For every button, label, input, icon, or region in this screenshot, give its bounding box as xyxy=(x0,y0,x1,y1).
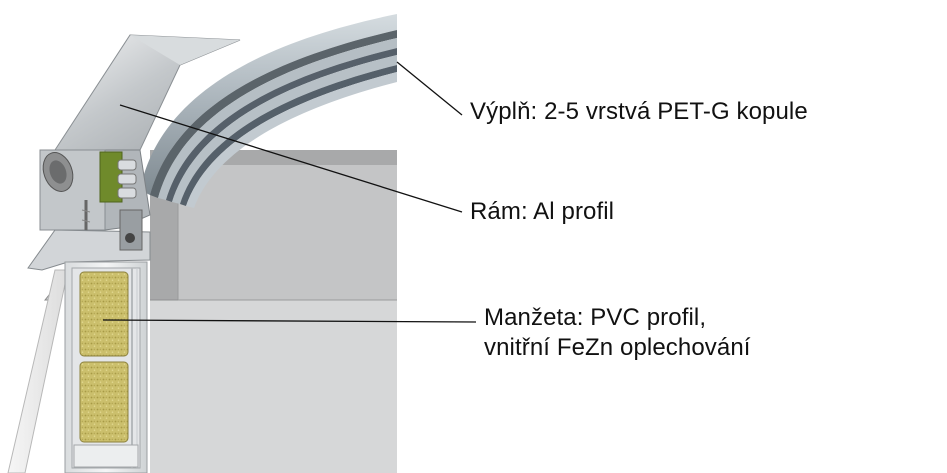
pvc-collar xyxy=(7,261,148,473)
leader-line-collar xyxy=(102,319,477,323)
callout-fill-label: Výplň: 2-5 vrstvá PET-G kopule xyxy=(470,98,808,125)
callout-collar-line2: vnitřní FeZn oplechování xyxy=(484,334,751,361)
leader-lines xyxy=(102,61,477,323)
insulation-lower xyxy=(79,361,129,443)
callout-frame-label: Rám: Al profil xyxy=(470,198,615,225)
dome-layers xyxy=(140,14,397,208)
callout-collar-line1: Manžeta: PVC profil, xyxy=(484,304,707,331)
insulation-upper xyxy=(79,271,129,357)
aluminium-frame xyxy=(27,34,241,301)
leader-line-frame xyxy=(119,104,463,213)
leader-line-fill xyxy=(396,61,463,116)
callout-collar-label: Manžeta: PVC profil, vnitřní FeZn oplech… xyxy=(484,303,751,363)
opening-interior xyxy=(150,150,397,473)
